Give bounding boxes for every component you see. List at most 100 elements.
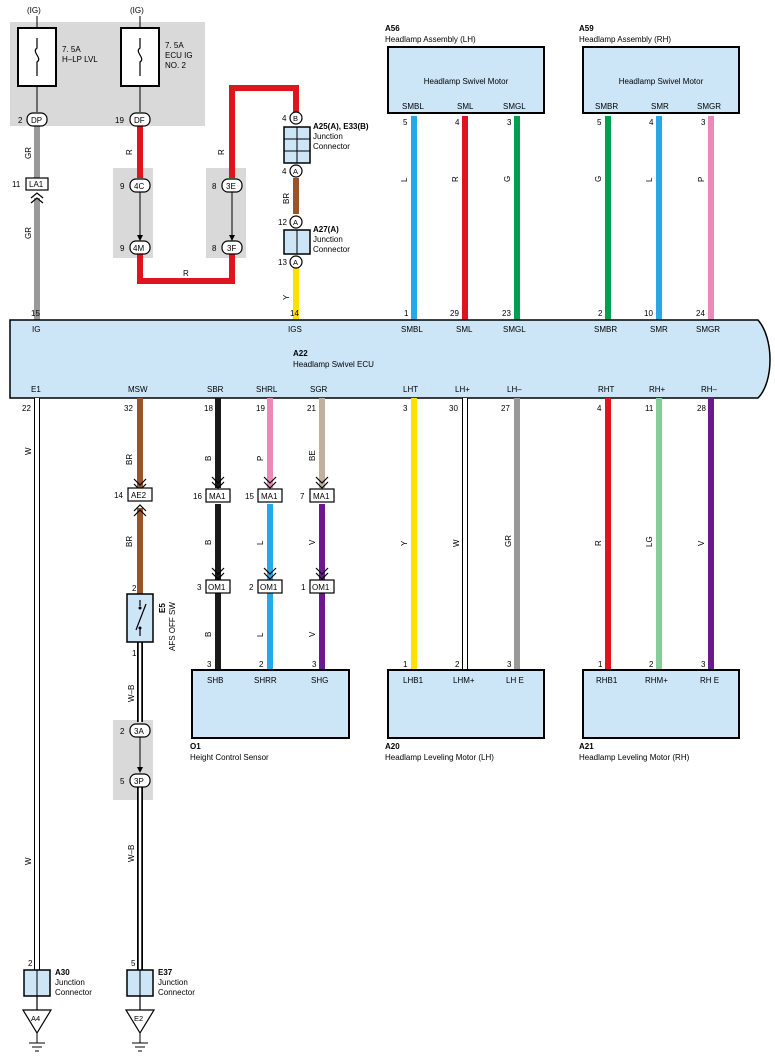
- svg-text:9: 9: [120, 182, 125, 191]
- svg-text:7: 7: [300, 492, 305, 501]
- svg-text:8: 8: [212, 182, 217, 191]
- svg-text:3: 3: [701, 660, 706, 669]
- svg-text:1: 1: [404, 309, 409, 318]
- svg-text:LA1: LA1: [29, 180, 44, 189]
- svg-text:E37: E37: [158, 968, 173, 977]
- svg-text:BR: BR: [282, 193, 291, 204]
- svg-text:A21: A21: [579, 742, 594, 751]
- svg-text:5: 5: [597, 118, 602, 127]
- svg-text:A27(A): A27(A): [313, 225, 339, 234]
- headlamp-assembly-rh: A59 Headlamp Assembly (RH) Headlamp Swiv…: [579, 24, 740, 127]
- svg-text:Junction: Junction: [55, 978, 85, 987]
- leveling-motor-rh: 1 2 3 RHB1 RHM+ RH E A21 Headlamp Leveli…: [579, 660, 740, 762]
- svg-text:OM1: OM1: [260, 583, 278, 592]
- svg-text:DF: DF: [134, 116, 145, 125]
- svg-text:W–B: W–B: [127, 685, 136, 702]
- svg-text:W–B: W–B: [127, 845, 136, 862]
- svg-text:SML: SML: [456, 325, 473, 334]
- svg-text:B: B: [293, 114, 298, 123]
- svg-text:13: 13: [278, 258, 287, 267]
- svg-text:15: 15: [245, 492, 254, 501]
- svg-text:16: 16: [193, 492, 202, 501]
- svg-text:RHT: RHT: [598, 385, 615, 394]
- headlamp-assembly-lh: A56 Headlamp Assembly (LH) Headlamp Swiv…: [385, 24, 545, 127]
- svg-text:Junction: Junction: [313, 235, 343, 244]
- svg-text:A4: A4: [31, 1014, 40, 1023]
- svg-text:3: 3: [507, 118, 512, 127]
- svg-text:Junction: Junction: [158, 978, 188, 987]
- svg-text:2: 2: [28, 959, 33, 968]
- svg-text:W: W: [24, 857, 33, 865]
- svg-text:SMR: SMR: [651, 102, 669, 111]
- svg-text:A30: A30: [55, 968, 70, 977]
- svg-text:L: L: [400, 177, 409, 182]
- svg-text:32: 32: [124, 404, 133, 413]
- upper-wire-labels: GR GR R R R BR Y L R G G L P: [24, 147, 706, 300]
- leveling-motor-lh: 1 2 3 LHB1 LHM+ LH E A20 Headlamp Leveli…: [385, 660, 545, 762]
- lower-wire-labels: W W BR BR W–B W–B B P BE B L V B L V Y W…: [24, 447, 706, 865]
- svg-text:4C: 4C: [134, 182, 144, 191]
- svg-text:R: R: [183, 269, 189, 278]
- svg-text:W: W: [452, 539, 461, 547]
- junction-a27: A 12 A 13 A27(A) Junction Connector: [278, 215, 350, 269]
- svg-text:SHG: SHG: [311, 676, 328, 685]
- svg-text:LH+: LH+: [455, 385, 470, 394]
- svg-text:RHM+: RHM+: [645, 676, 668, 685]
- svg-text:Connector: Connector: [55, 988, 92, 997]
- svg-text:Connector: Connector: [313, 142, 350, 151]
- svg-text:LG: LG: [645, 536, 654, 547]
- svg-text:AE2: AE2: [131, 491, 147, 500]
- fuse-h-lp-lvl: (IG) 7. 5A H–LP LVL: [17, 6, 98, 112]
- svg-text:SHRR: SHRR: [254, 676, 277, 685]
- svg-text:RH–: RH–: [701, 385, 718, 394]
- svg-text:L: L: [645, 177, 654, 182]
- svg-text:R: R: [451, 176, 460, 182]
- svg-text:SMGR: SMGR: [696, 325, 720, 334]
- svg-text:11: 11: [12, 180, 21, 189]
- svg-text:5: 5: [403, 118, 408, 127]
- fuse-amp: 7. 5A: [165, 41, 184, 50]
- svg-text:SMBL: SMBL: [401, 325, 423, 334]
- fuse-name: H–LP LVL: [62, 55, 98, 64]
- svg-text:3P: 3P: [134, 777, 144, 786]
- svg-text:1: 1: [132, 649, 137, 658]
- svg-text:RH+: RH+: [649, 385, 666, 394]
- connector-ae2: AE2 14: [114, 478, 153, 517]
- svg-text:V: V: [697, 540, 706, 546]
- svg-text:A: A: [293, 258, 298, 267]
- fuse-ig-label: (IG): [27, 6, 41, 15]
- svg-text:A22: A22: [293, 349, 308, 358]
- svg-text:Y: Y: [400, 540, 409, 546]
- svg-text:1: 1: [403, 660, 408, 669]
- svg-text:LHB1: LHB1: [403, 676, 424, 685]
- svg-text:G: G: [594, 176, 603, 182]
- svg-text:L: L: [256, 540, 265, 545]
- svg-text:A20: A20: [385, 742, 400, 751]
- fuse-amp: 7. 5A: [62, 45, 81, 54]
- svg-text:E1: E1: [31, 385, 41, 394]
- svg-text:15: 15: [31, 309, 40, 318]
- svg-text:28: 28: [697, 404, 706, 413]
- svg-text:MA1: MA1: [261, 492, 278, 501]
- svg-text:GR: GR: [504, 535, 513, 547]
- svg-text:R: R: [125, 149, 134, 155]
- svg-text:3: 3: [207, 660, 212, 669]
- svg-text:E5: E5: [158, 603, 167, 613]
- svg-text:LH–: LH–: [507, 385, 522, 394]
- svg-text:1: 1: [301, 583, 306, 592]
- svg-text:GR: GR: [24, 147, 33, 159]
- svg-text:2: 2: [455, 660, 460, 669]
- svg-text:LH E: LH E: [506, 676, 524, 685]
- svg-text:3: 3: [403, 404, 408, 413]
- svg-text:11: 11: [645, 404, 654, 413]
- svg-text:9: 9: [120, 244, 125, 253]
- svg-text:BE: BE: [308, 450, 317, 461]
- svg-text:3A: 3A: [134, 727, 144, 736]
- fuse-ecu-ig-no2: (IG) 7. 5A ECU IG NO. 2: [120, 6, 193, 112]
- svg-text:21: 21: [307, 404, 316, 413]
- svg-text:P: P: [697, 177, 706, 182]
- connector-4c: 4C 9 4M 9: [120, 178, 151, 255]
- svg-text:SHB: SHB: [207, 676, 223, 685]
- afs-off-switch: 2 1 E5 AFS OFF SW: [126, 584, 177, 658]
